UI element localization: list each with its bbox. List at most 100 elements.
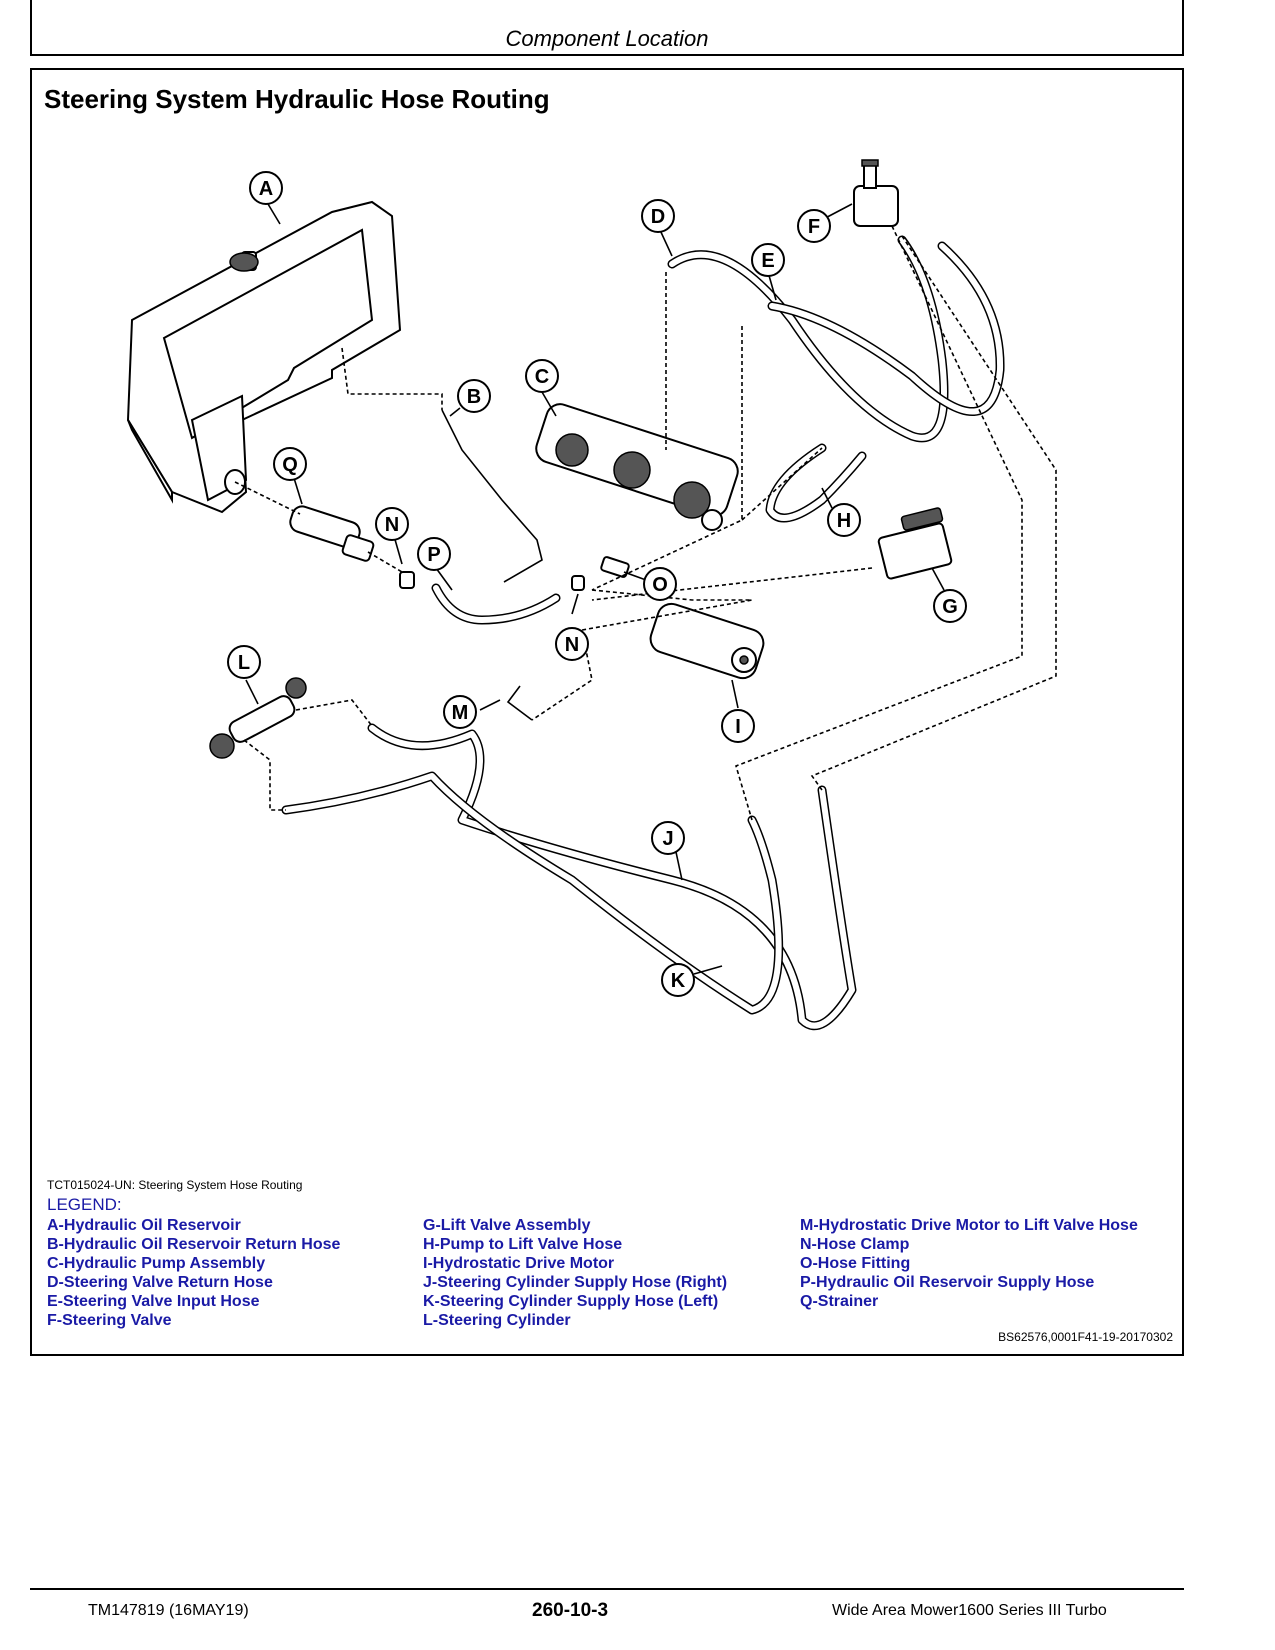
leader-line — [435, 567, 453, 591]
legend-item: C-Hydraulic Pump Assembly — [47, 1255, 266, 1272]
svg-text:C: C — [535, 366, 549, 388]
callout-n-center: N — [555, 627, 589, 661]
legend-item: H-Pump to Lift Valve Hose — [423, 1236, 623, 1253]
legend-column-1: A-Hydraulic Oil Reservoir B-Hydraulic Oi… — [47, 1216, 340, 1330]
routing-line — [591, 567, 873, 601]
routing-line — [810, 235, 1057, 791]
legend-item: O-Hose Fitting — [800, 1255, 911, 1272]
callout-c: C — [525, 359, 559, 393]
callout-o: O — [643, 567, 677, 601]
callout-k: K — [661, 963, 695, 997]
svg-text:I: I — [735, 716, 741, 738]
component-panel — [30, 68, 1184, 1356]
svg-text:Q: Q — [282, 454, 298, 476]
steering-cylinder-supply-hose-right — [367, 723, 857, 1031]
routing-line — [735, 225, 1023, 821]
svg-text:D: D — [651, 206, 665, 228]
strainer — [289, 505, 375, 562]
leader-line — [571, 593, 579, 615]
routing-line — [341, 347, 443, 410]
routing-line — [531, 589, 753, 721]
legend-item: D-Steering Valve Return Hose — [47, 1274, 273, 1291]
hydraulic-oil-reservoir — [126, 200, 402, 514]
motor-to-lift-valve-hose — [506, 685, 533, 721]
callout-q: Q — [273, 447, 307, 481]
routing-line — [295, 699, 373, 727]
reservoir-return-hose — [441, 409, 543, 583]
callout-i: I — [721, 709, 755, 743]
steering-cylinder — [209, 677, 307, 759]
svg-text:E: E — [761, 250, 774, 272]
callout-f: F — [797, 209, 831, 243]
leader-line — [293, 477, 303, 505]
svg-text:M: M — [452, 702, 469, 724]
legend-column-2: G-Lift Valve Assembly H-Pump to Lift Val… — [423, 1216, 727, 1330]
legend-item: J-Steering Cylinder Supply Hose (Right) — [423, 1274, 728, 1291]
lift-valve-assembly — [877, 507, 953, 580]
footer-page-number: 260-10-3 — [532, 1600, 609, 1621]
leader-line — [731, 679, 739, 709]
routing-line — [591, 326, 743, 591]
hydraulic-pump-assembly — [535, 403, 739, 531]
legend-item: G-Lift Valve Assembly — [423, 1217, 591, 1234]
leader-line — [479, 699, 501, 711]
footer-rule — [30, 1588, 1184, 1590]
leader-line — [821, 487, 833, 509]
svg-text:F: F — [808, 216, 820, 238]
svg-text:A: A — [259, 178, 273, 200]
footer-product-name: Wide Area Mower1600 Series III Turbo — [832, 1602, 1107, 1619]
figure-caption: TCT015024-UN: Steering System Hose Routi… — [47, 1178, 303, 1192]
callout-m: M — [443, 695, 477, 729]
legend-item: F-Steering Valve — [47, 1312, 172, 1329]
callout-b: B — [457, 379, 491, 413]
leader-line — [623, 571, 647, 581]
footer-doc-id: TM147819 (16MAY19) — [88, 1602, 249, 1619]
routing-line — [243, 739, 286, 811]
routing-line — [741, 447, 823, 521]
svg-text:K: K — [671, 970, 686, 992]
legend-item: A-Hydraulic Oil Reservoir — [47, 1217, 241, 1234]
header-box: Component Location — [30, 0, 1184, 56]
callout-j: J — [651, 821, 685, 855]
header-title: Component Location — [505, 26, 709, 51]
hose-clamp-left — [399, 571, 415, 589]
leader-line — [659, 229, 673, 257]
legend-item: K-Steering Cylinder Supply Hose (Left) — [423, 1293, 719, 1310]
leader-line — [693, 965, 723, 975]
svg-text:J: J — [662, 828, 673, 850]
leader-line — [931, 567, 945, 591]
section-title: Steering System Hydraulic Hose Routing — [44, 84, 550, 114]
legend-column-3: M-Hydrostatic Drive Motor to Lift Valve … — [800, 1216, 1138, 1311]
hose-fitting — [600, 556, 630, 578]
legend-item: B-Hydraulic Oil Reservoir Return Hose — [47, 1236, 341, 1253]
callout-a: A — [249, 171, 283, 205]
hydrostatic-drive-motor — [649, 602, 765, 680]
callout-g: G — [933, 589, 967, 623]
legend-item: L-Steering Cylinder — [423, 1312, 571, 1329]
legend-item: N-Hose Clamp — [800, 1236, 910, 1253]
leader-line — [675, 851, 683, 881]
svg-text:N: N — [385, 514, 399, 536]
svg-text:O: O — [652, 574, 668, 596]
routing-line — [367, 551, 403, 573]
legend-item: P-Hydraulic Oil Reservoir Supply Hose — [800, 1274, 1095, 1291]
reference-id: BS62576,0001F41-19-20170302 — [998, 1330, 1173, 1344]
legend-item: Q-Strainer — [800, 1293, 879, 1310]
hose-routing-diagram: A B C D E F G H I J K L M N N O P Q — [126, 159, 1057, 1031]
legend-item: M-Hydrostatic Drive Motor to Lift Valve … — [800, 1217, 1138, 1234]
steering-valve — [853, 159, 899, 227]
leader-line — [449, 407, 461, 417]
callout-h: H — [827, 503, 861, 537]
svg-text:L: L — [238, 652, 250, 674]
reservoir-supply-hose — [431, 583, 561, 625]
svg-text:P: P — [427, 544, 440, 566]
hose-clamp-center — [571, 575, 585, 591]
callout-d: D — [641, 199, 675, 233]
legend-heading: LEGEND: — [47, 1195, 122, 1214]
svg-text:N: N — [565, 634, 579, 656]
svg-text:B: B — [467, 386, 481, 408]
callout-e: E — [751, 243, 785, 277]
svg-text:G: G — [942, 596, 958, 618]
leader-line — [245, 679, 259, 705]
leader-line — [267, 203, 281, 225]
